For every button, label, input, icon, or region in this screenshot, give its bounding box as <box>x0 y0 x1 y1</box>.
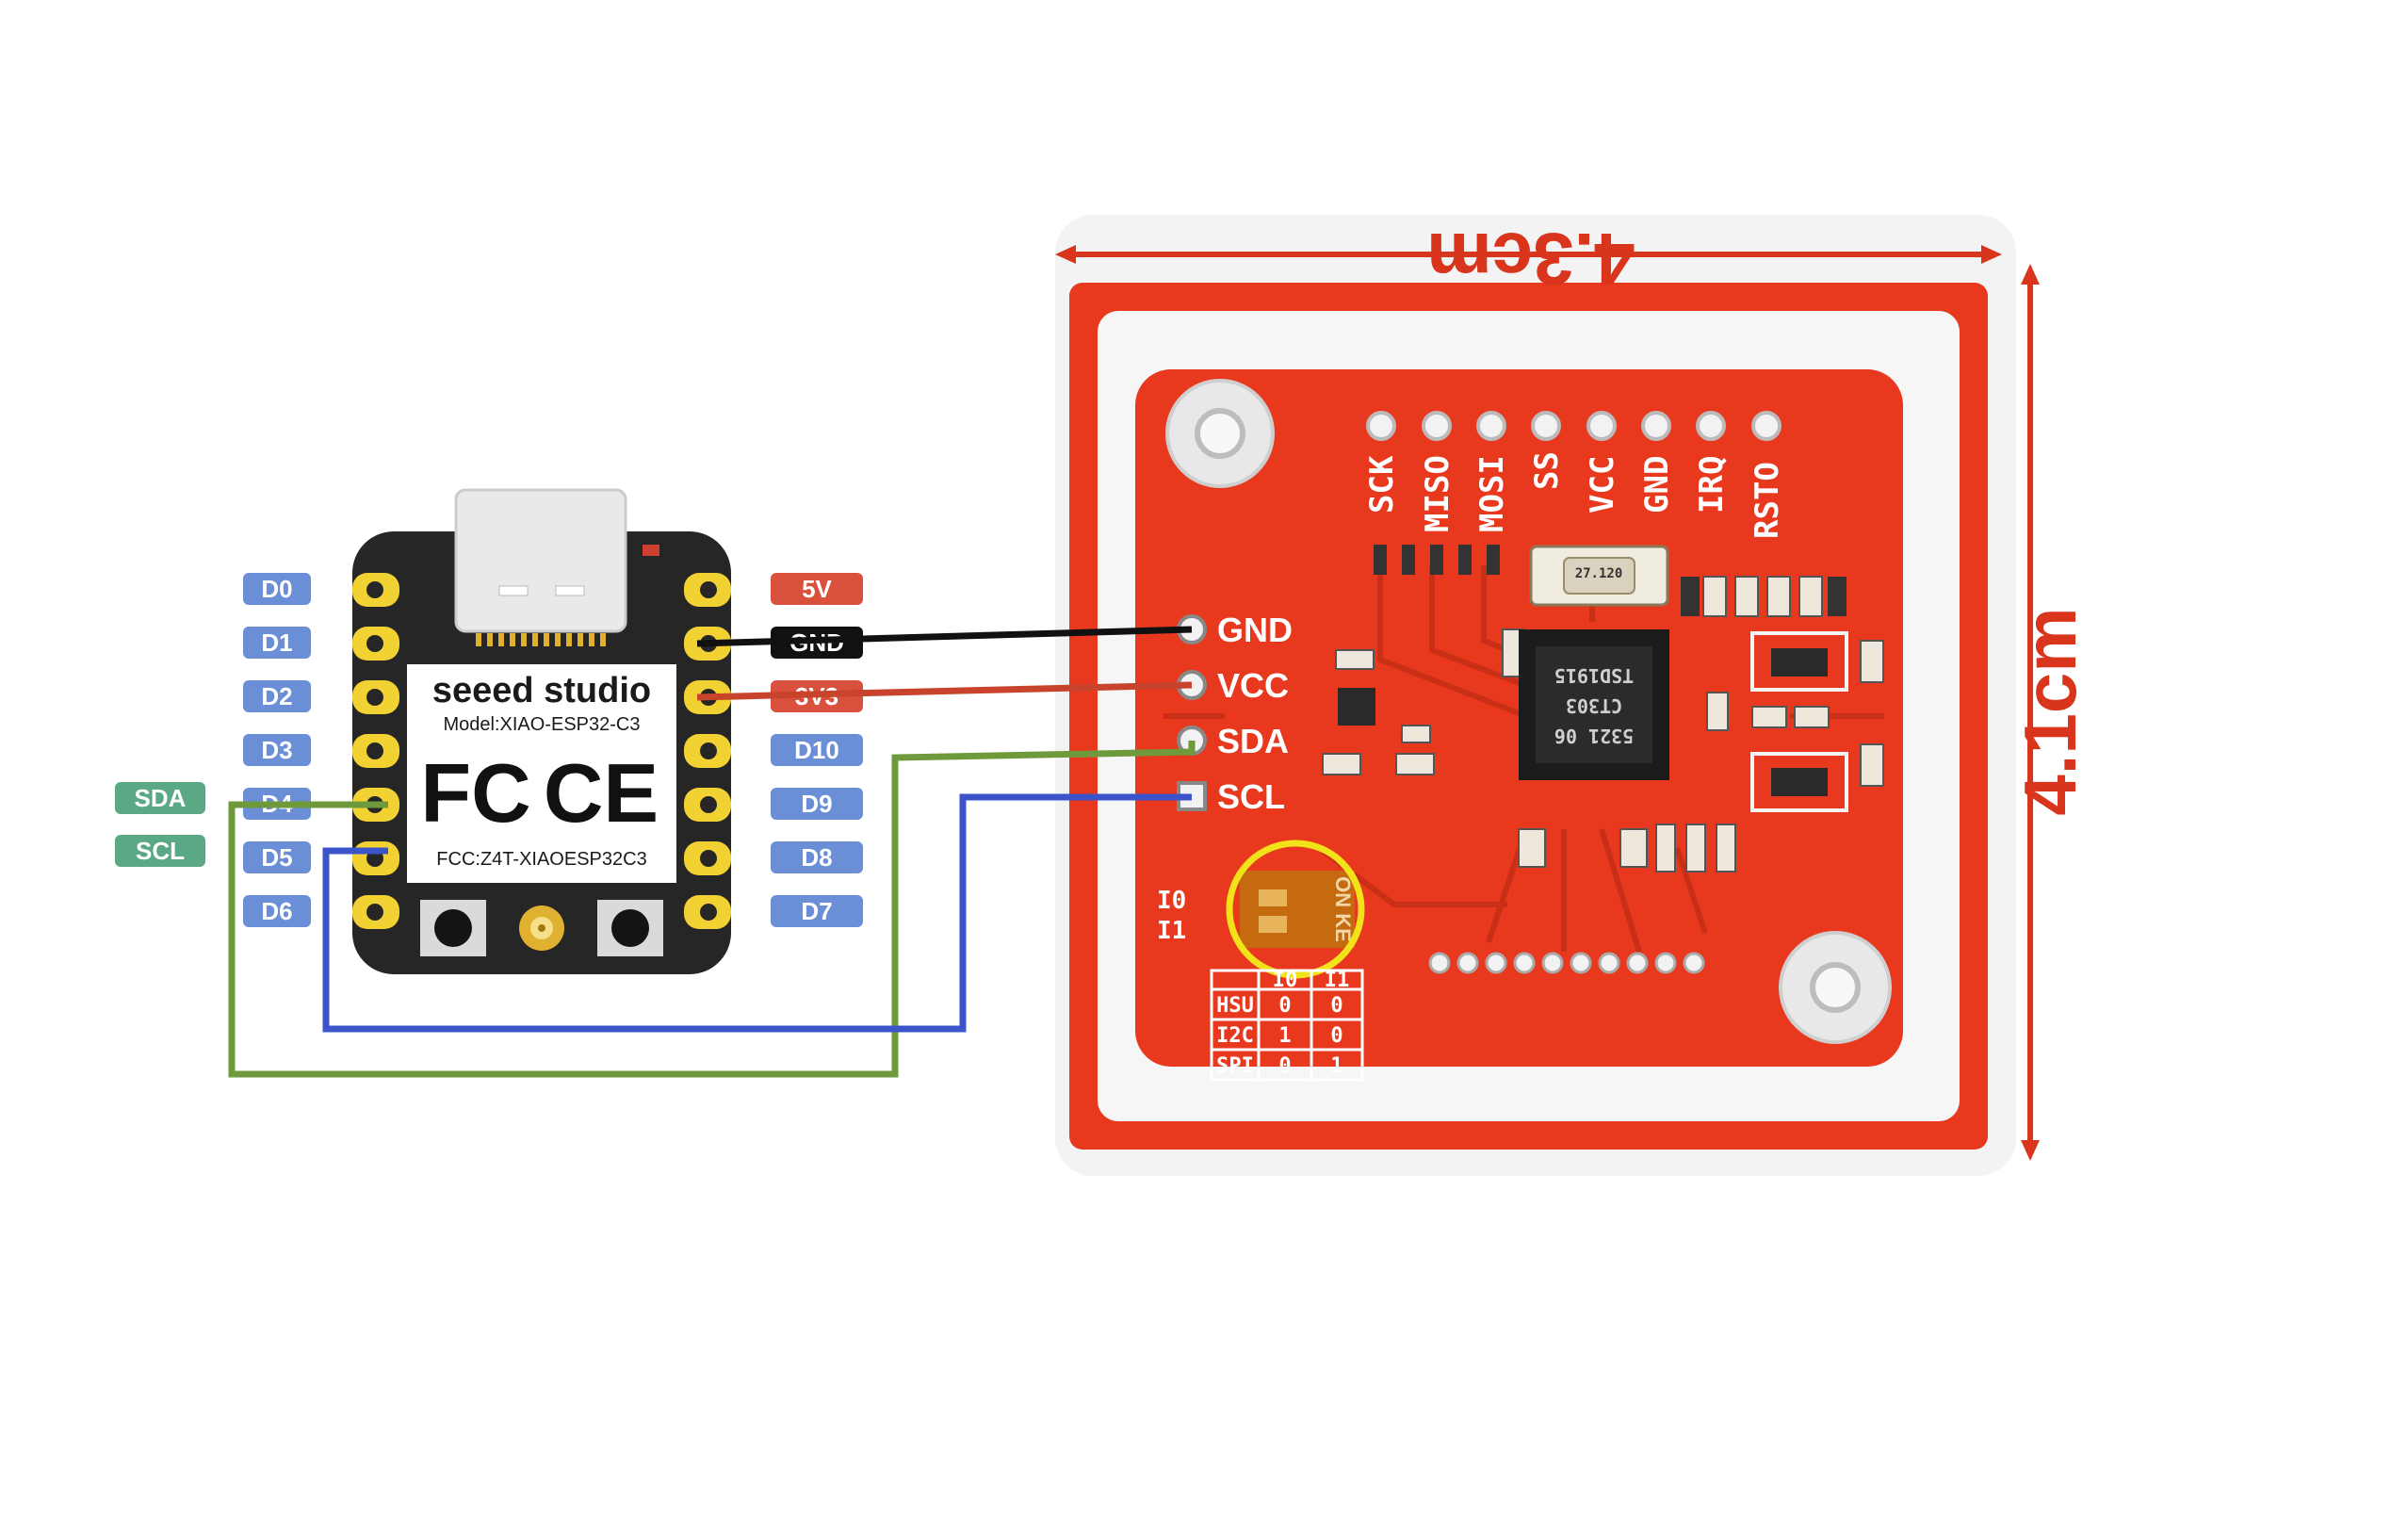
fcc-id-label: FCC:Z4T-XIAOESP32C3 <box>436 849 646 870</box>
pin-label-rsto: RSTO <box>1749 462 1786 539</box>
pin-d5: D5 <box>261 843 292 872</box>
mode-table-r1c2: 0 <box>1330 1024 1342 1048</box>
mode-table-r2c2: 1 <box>1330 1054 1342 1078</box>
mode-table-h1: I0 <box>1273 969 1298 992</box>
xiao-esp32c3-board: seeed studio Model:XIAO-ESP32-C3 FC CE F… <box>352 488 731 974</box>
mode-table-r0c0: HSU <box>1216 994 1254 1018</box>
dip-switch-text: ON KE <box>1331 876 1355 942</box>
smd-components <box>1322 576 1884 873</box>
pin-d10: D10 <box>794 736 839 764</box>
pin-d9: D9 <box>801 790 832 818</box>
fc-mark: FC <box>420 746 530 840</box>
pin-label-gnd: GND <box>1638 456 1676 514</box>
pin-label-ss: SS <box>1528 451 1566 490</box>
mounting-hole-top-left <box>1165 379 1275 488</box>
pin-d1: D1 <box>261 628 292 657</box>
wire-sda <box>228 741 1196 1078</box>
pin-d0: D0 <box>261 575 292 603</box>
mode-table: I0 I1 HSU 0 0 I2C 1 0 SPI 0 1 <box>1210 969 1364 1082</box>
crystal: 27.120 <box>1529 545 1669 607</box>
ce-mark: CE <box>544 746 659 840</box>
pin-d3: D3 <box>261 736 292 764</box>
width-dimension: 4.3cm <box>1055 218 2002 301</box>
model-label: Model:XIAO-ESP32-C3 <box>444 714 641 735</box>
resistor-array <box>1374 545 1500 575</box>
function-label-scl: SCL <box>136 837 185 865</box>
wire-gnd <box>696 626 1193 647</box>
top-header-pads <box>1366 411 1782 441</box>
boot-button <box>597 900 663 956</box>
crystal-label: 27.120 <box>1575 566 1623 581</box>
pin-label-irq: IRQ <box>1693 456 1731 514</box>
usb-contacts <box>476 633 606 646</box>
xiao-right-pin-labels: 5V GND 3V3 D10 D9 D8 D7 <box>771 573 863 927</box>
top-header-labels: SCK MISO MOSI SS VCC GND IRQ RSTO <box>1363 451 1786 539</box>
height-dimension: 4.1cm <box>2009 264 2091 1161</box>
switch-label-i0: I0 <box>1157 887 1186 915</box>
mode-table-h2: I1 <box>1325 969 1350 992</box>
mode-table-r0c2: 0 <box>1330 994 1342 1018</box>
mode-table-r1c1: 1 <box>1278 1024 1291 1048</box>
mode-table-r2c1: 0 <box>1278 1054 1291 1078</box>
wire-scl <box>322 793 1192 1033</box>
pn532-pin-vcc: VCC <box>1217 666 1289 705</box>
switch-labels: I0 I1 <box>1157 887 1186 945</box>
pin-d7: D7 <box>801 897 832 925</box>
mode-dip-switch: ON KE <box>1226 840 1365 979</box>
reset-button <box>420 900 486 956</box>
pn532-pin-gnd: GND <box>1217 611 1293 649</box>
pin-label-mosi: MOSI <box>1473 455 1511 532</box>
pn532-pin-sda: SDA <box>1217 722 1289 760</box>
switch-label-i1: I1 <box>1157 917 1186 945</box>
mode-table-r0c1: 0 <box>1278 994 1291 1018</box>
pin-d8: D8 <box>801 843 832 872</box>
shield-label <box>407 664 676 883</box>
antenna-connector <box>511 900 573 956</box>
pn532-board: SCK MISO MOSI SS VCC GND IRQ RSTO 27.120 <box>1055 215 2091 1176</box>
connection-wires <box>228 626 1196 1078</box>
chip-label-2: CT303 <box>1566 694 1622 717</box>
width-label: 4.3cm <box>1426 218 1635 301</box>
mode-table-r1c0: I2C <box>1216 1024 1254 1048</box>
bottom-pad-row <box>1428 952 1705 974</box>
height-label: 4.1cm <box>2009 607 2091 815</box>
pn532-chip: TSD1915 CT303 5321 06 <box>1519 629 1669 780</box>
pn532-pin-scl: SCL <box>1217 777 1285 816</box>
chip-label-1: TSD1915 <box>1554 664 1634 687</box>
chip-label-3: 5321 06 <box>1554 725 1634 747</box>
pin-5v: 5V <box>802 575 832 603</box>
i2c-header-labels: GND VCC SDA SCL <box>1217 611 1293 816</box>
pin-label-vcc: VCC <box>1584 456 1621 514</box>
pin-d2: D2 <box>261 682 292 710</box>
pin-d6: D6 <box>261 897 292 925</box>
mode-table-r2c0: SPI <box>1216 1054 1254 1078</box>
pin-label-sck: SCK <box>1363 455 1401 514</box>
wire-vcc <box>696 681 1193 701</box>
pin-label-miso: MISO <box>1419 455 1456 532</box>
mounting-hole-bottom-right <box>1779 931 1892 1044</box>
function-label-sda: SDA <box>135 784 187 812</box>
xiao-function-labels: SDA SCL <box>115 782 205 867</box>
brand-logo: seeed studio <box>432 671 651 710</box>
xiao-left-pin-labels: D0 D1 D2 D3 D4 D5 D6 <box>243 573 311 927</box>
dip-switch-highlight <box>1226 840 1365 979</box>
